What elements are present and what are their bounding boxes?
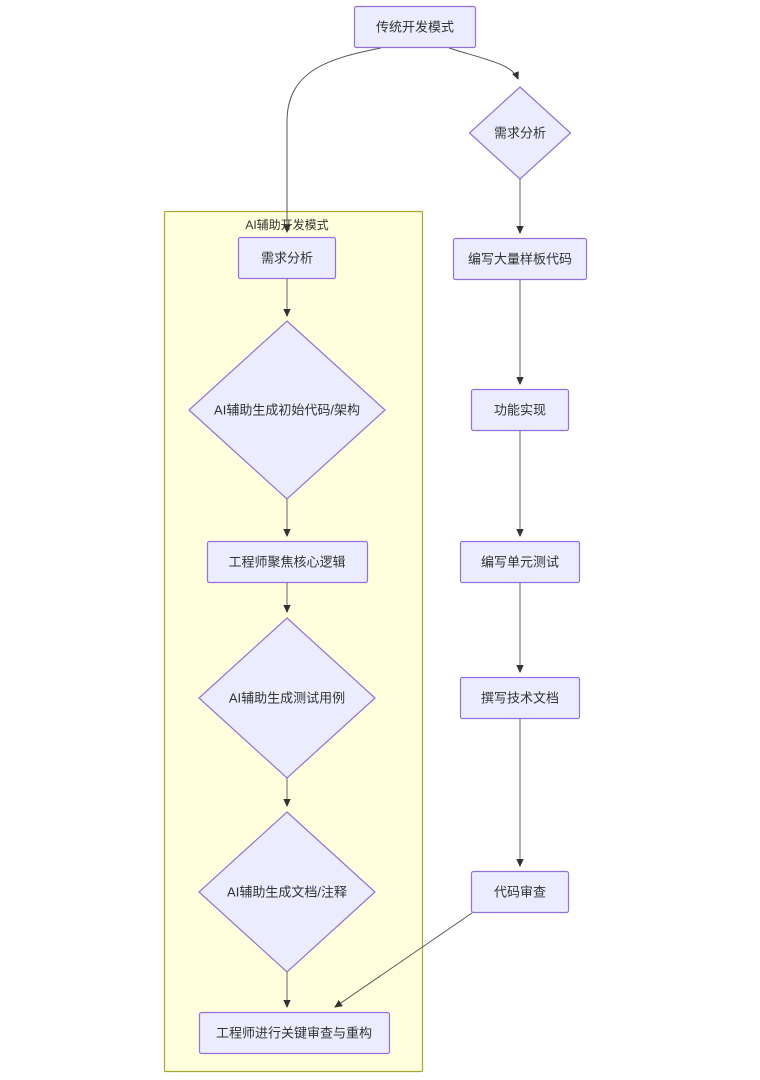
node-t5-technical-docs[interactable]: 撰写技术文档 [459,676,581,720]
node-t5-box[interactable] [459,676,581,720]
node-a6-engineer-review-refactor[interactable]: 工程师进行关键审查与重构 [198,1011,391,1055]
node-t2-boilerplate-code[interactable]: 编写大量样板代码 [452,237,588,281]
node-t1-diamond[interactable] [468,86,572,180]
edge-t6-to-a6 [334,912,473,1008]
node-t3-feature-implementation[interactable]: 功能实现 [470,388,570,432]
node-a2-diamond[interactable] [188,320,386,500]
node-t6-code-review[interactable]: 代码审查 [470,870,570,914]
node-a3-engineer-core-logic[interactable]: 工程师聚焦核心逻辑 [206,540,369,584]
edge-start-to-a1 [283,47,382,233]
node-a6-box[interactable] [198,1011,391,1055]
node-t6-box[interactable] [470,870,570,914]
node-t3-box[interactable] [470,388,570,432]
node-t4-unit-tests[interactable]: 编写单元测试 [459,540,581,584]
node-a3-box[interactable] [206,540,369,584]
edge-start-to-t1 [448,47,519,80]
node-start[interactable]: 传统开发模式 [353,5,477,49]
node-a5-diamond[interactable] [198,811,376,973]
node-t2-box[interactable] [452,237,588,281]
node-a4-diamond[interactable] [198,617,376,779]
node-a1-requirements-analysis[interactable]: 需求分析 [237,236,337,280]
edges-layer [283,47,524,1008]
node-start-box[interactable] [353,5,477,49]
node-a1-box[interactable] [237,236,337,280]
node-t1-requirements-analysis[interactable]: 需求分析 [468,86,572,180]
node-t4-box[interactable] [459,540,581,584]
